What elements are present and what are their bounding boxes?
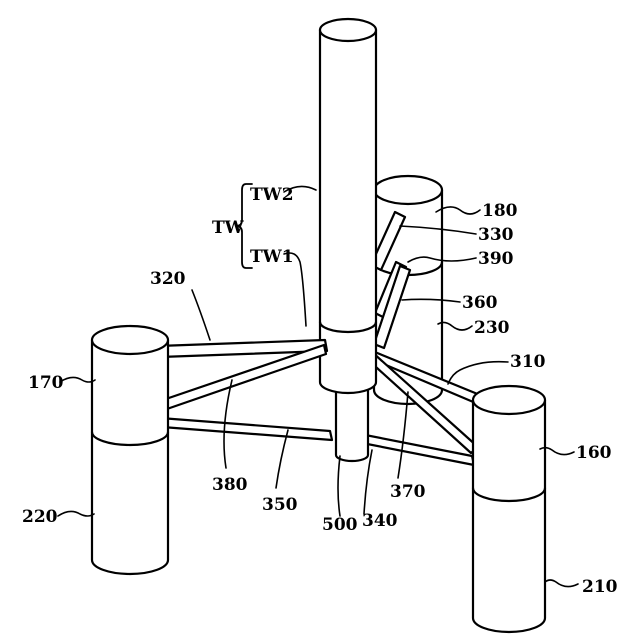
- left-column-170-220: [92, 326, 168, 574]
- label-tw: TW: [212, 218, 245, 238]
- label-310: 310: [510, 352, 546, 372]
- label-330: 330: [478, 225, 514, 245]
- label-tw2: TW2: [250, 185, 294, 205]
- label-230: 230: [474, 318, 510, 338]
- label-170: 170: [28, 373, 64, 393]
- label-360: 360: [462, 293, 498, 313]
- brace-350: [160, 418, 332, 440]
- lower-column-500: [336, 388, 368, 461]
- label-tw1: TW1: [250, 247, 294, 267]
- label-380: 380: [212, 475, 248, 495]
- label-210: 210: [582, 577, 618, 597]
- label-180: 180: [482, 201, 518, 221]
- label-320: 320: [150, 269, 186, 289]
- label-220: 220: [22, 507, 58, 527]
- right-column-160-210: [473, 386, 545, 632]
- label-350: 350: [262, 495, 298, 515]
- label-370: 370: [390, 482, 426, 502]
- label-500: 500: [322, 515, 358, 535]
- central-tower: [320, 19, 376, 393]
- label-340: 340: [362, 511, 398, 531]
- label-160: 160: [576, 443, 612, 463]
- label-390: 390: [478, 249, 514, 269]
